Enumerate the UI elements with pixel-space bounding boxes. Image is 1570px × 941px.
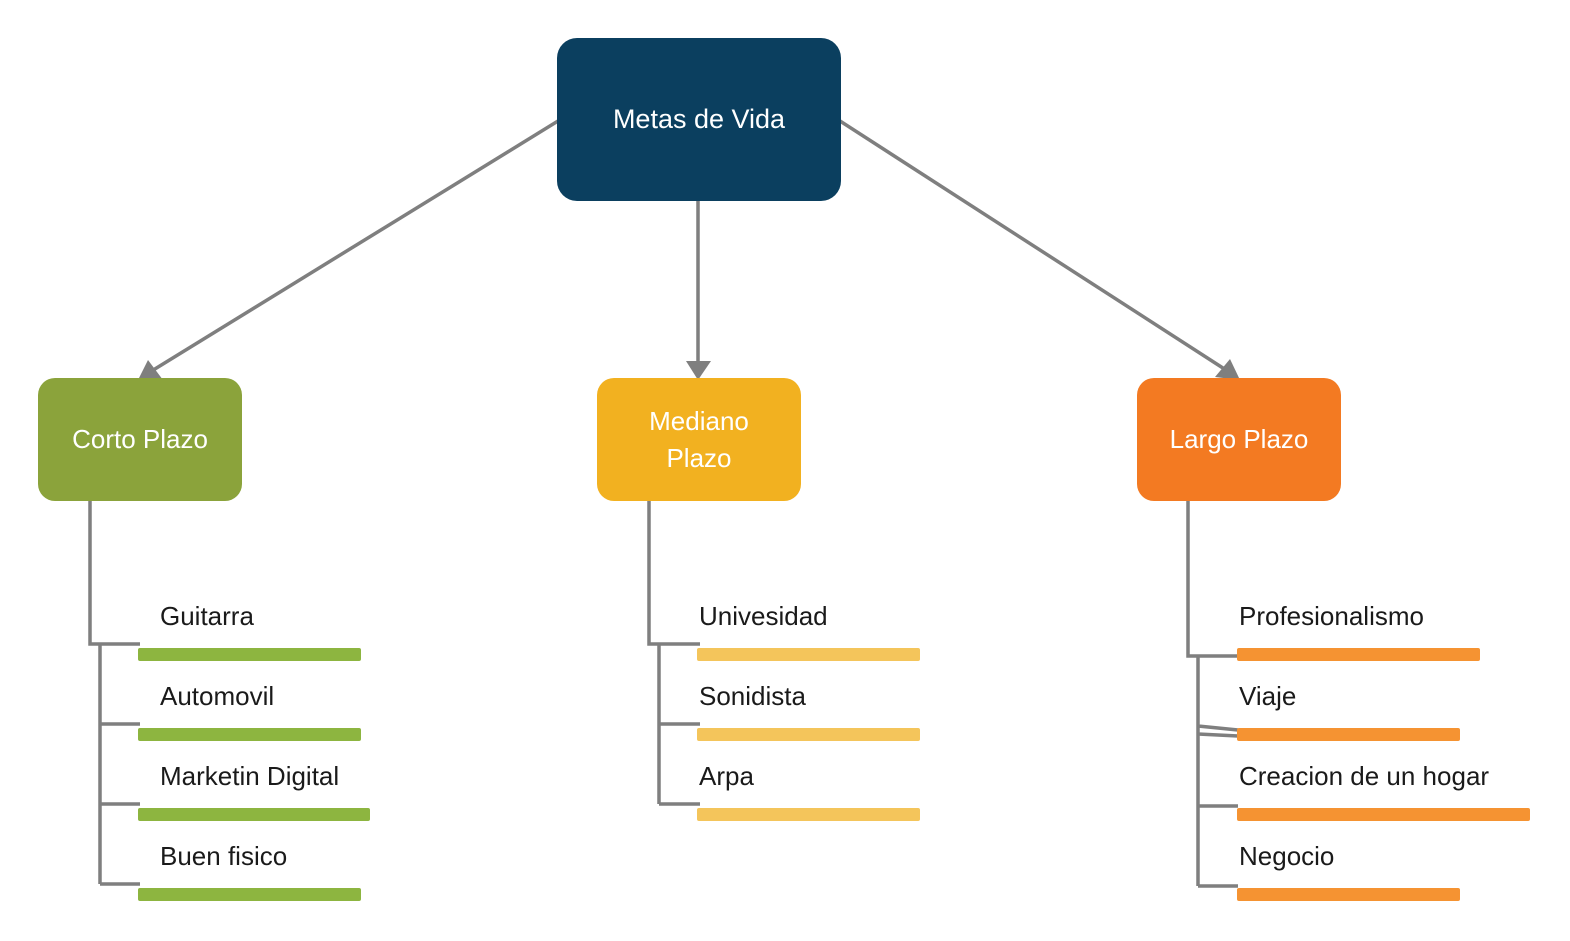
item-label-sonidista: Sonidista (699, 681, 806, 711)
tree-line-mediano-plazo (647, 500, 700, 806)
item-label-guitarra: Guitarra (160, 601, 254, 631)
item-underline-negocio (1237, 888, 1460, 901)
root-to-category-arrows (138, 119, 1240, 380)
item-underline-marketin-digital (138, 808, 370, 821)
category-node-largo-plazo: Largo Plazo (1137, 378, 1341, 501)
item-underline-arpa (697, 808, 920, 821)
category-label-mediano-plazo: Mediano Plazo (649, 406, 749, 473)
item-label-marketin-digital: Marketin Digital (160, 761, 340, 791)
item-underline-buen-fisico (138, 888, 361, 901)
item-underline-automovil (138, 728, 361, 741)
category-node-mediano-plazo: Mediano Plazo (597, 378, 801, 501)
item-label-negocio: Negocio (1239, 841, 1335, 871)
item-label-buen-fisico: Buen fisico (160, 841, 288, 871)
item-underline-sonidista (697, 728, 920, 741)
item-underline-viaje (1237, 728, 1460, 741)
arrow-root-to-largo-plazo (839, 119, 1227, 372)
tree-line-corto-plazo (88, 500, 140, 886)
item-underline-guitarra (138, 648, 361, 661)
item-underline-univesidad (697, 648, 920, 661)
item-label-viaje: Viaje (1239, 681, 1297, 711)
category-node-corto-plazo: Corto Plazo (38, 378, 242, 501)
item-underline-profesionalismo (1237, 648, 1480, 661)
category-label-corto-plazo: Corto Plazo (72, 424, 208, 455)
item-label-creacion-de-un-hogar: Creacion de un hogar (1239, 761, 1490, 791)
item-label-profesionalismo: Profesionalismo (1239, 601, 1424, 631)
item-label-automovil: Automovil (160, 681, 275, 711)
category-label-largo-plazo: Largo Plazo (1169, 424, 1309, 455)
item-label-arpa: Arpa (699, 761, 754, 791)
item-underline-creacion-de-un-hogar (1237, 808, 1530, 821)
arrowhead-largo-plazo (1215, 359, 1240, 380)
category-item-connectors (88, 500, 1239, 888)
root-node-metas-de-vida: Metas de Vida (557, 38, 841, 201)
item-label-univesidad: Univesidad (699, 601, 828, 631)
arrow-root-to-corto-plazo (149, 119, 559, 374)
arrowhead-mediano-plazo (686, 361, 711, 380)
root-node-label: Metas de Vida (612, 103, 786, 134)
arrowhead-corto-plazo (138, 360, 163, 380)
tree-line-largo-plazo (1186, 500, 1239, 888)
